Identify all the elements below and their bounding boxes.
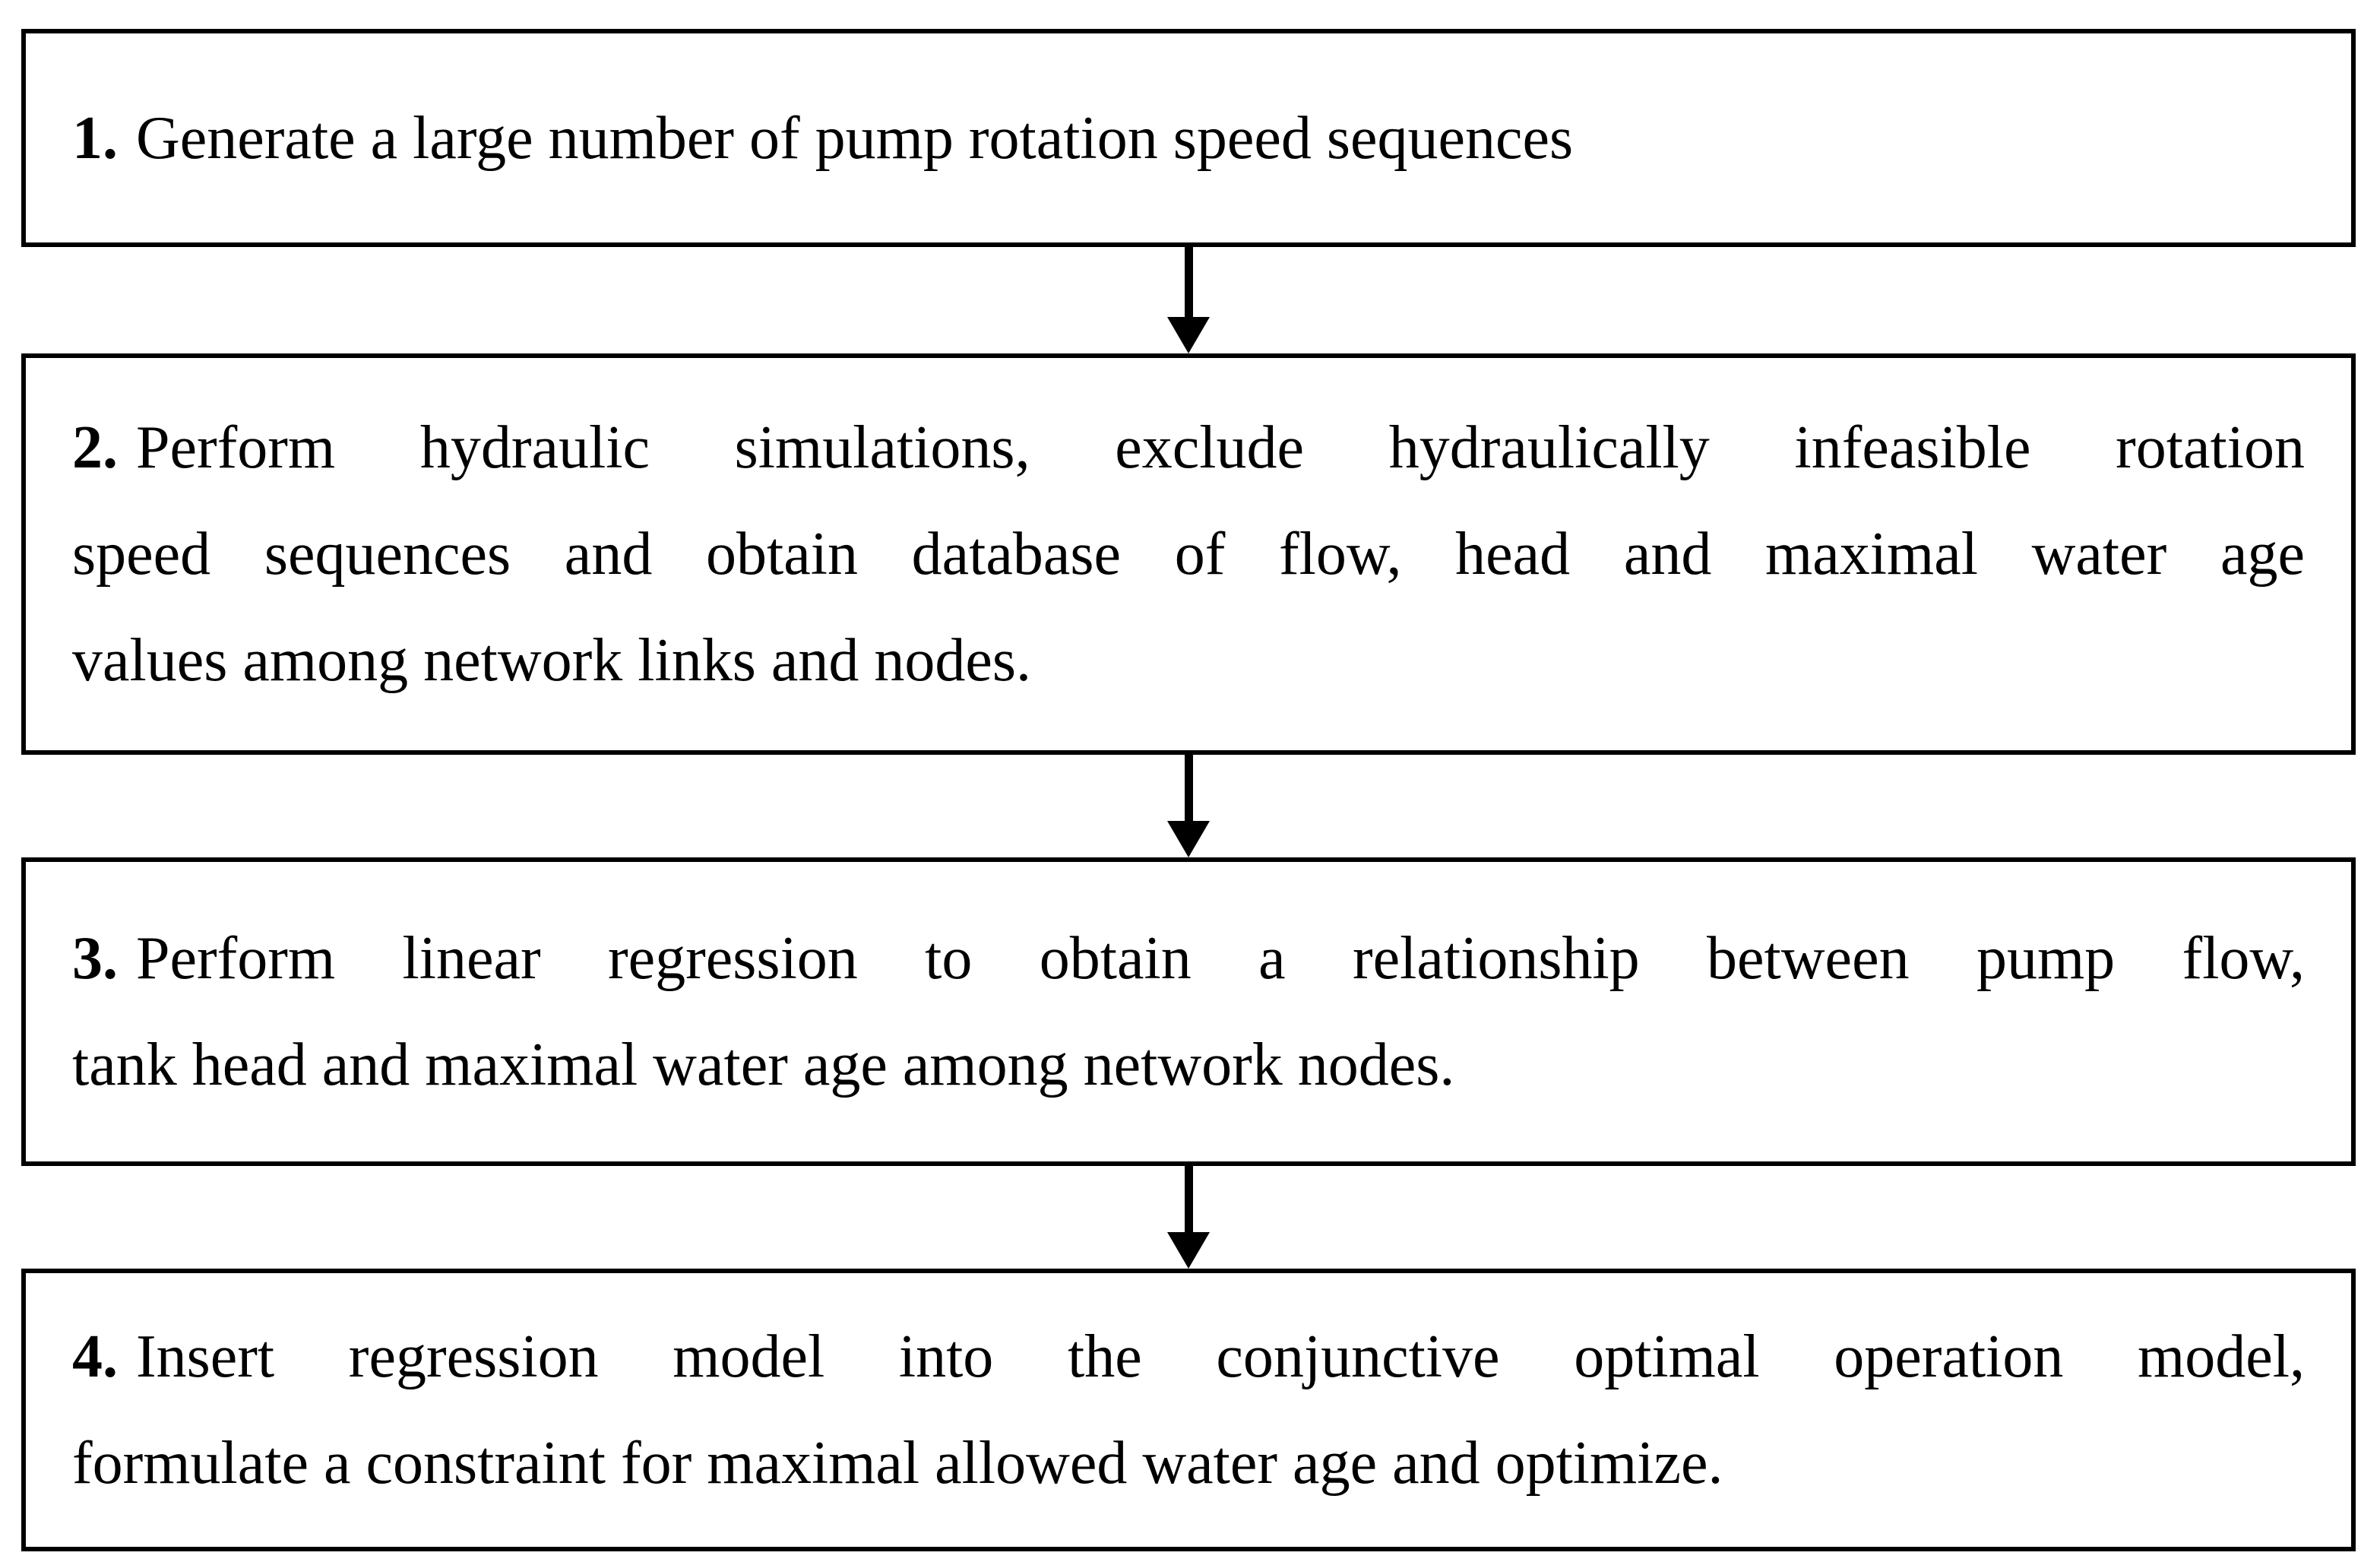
step-1-number: 1. <box>72 104 118 172</box>
down-arrow-icon <box>1167 821 1210 857</box>
step-4-line-2: formulate a constraint for maximal allow… <box>72 1410 2305 1516</box>
step-1-line-1: 1. Generate a large number of pump rotati… <box>72 85 2305 192</box>
step-1-text: Generate a large number of pump rotation… <box>136 104 1574 172</box>
step-3-text-line-2: tank head and maximal water age among ne… <box>72 1031 1455 1098</box>
step-3-line-1: 3. Perform linear regression to obtain a … <box>72 905 2305 1012</box>
step-3-line-2: tank head and maximal water age among ne… <box>72 1012 2305 1118</box>
down-arrow-icon <box>1167 317 1210 353</box>
step-2-number: 2. <box>72 414 118 481</box>
step-1-box: 1. Generate a large number of pump rotati… <box>21 29 2356 247</box>
arrow-stem <box>1184 755 1193 821</box>
step-2-line-2: speed sequences and obtain database of f… <box>72 501 2305 607</box>
down-arrow-icon <box>1167 1232 1210 1269</box>
flowchart: 1. Generate a large number of pump rotati… <box>21 29 2356 1551</box>
step-3-number: 3. <box>72 925 118 992</box>
step-2-line-3: values among network links and nodes. <box>72 607 2305 714</box>
connector-step2-step3 <box>21 755 2356 857</box>
step-3-text-line-1: Perform linear regression to obtain a re… <box>136 925 2305 992</box>
arrow-stem <box>1184 247 1193 317</box>
step-2-box: 2. Perform hydraulic simulations, exclude… <box>21 353 2356 755</box>
step-4-text-line-2: formulate a constraint for maximal allow… <box>72 1430 1723 1497</box>
step-2-text-line-1: Perform hydraulic simulations, exclude h… <box>136 414 2305 481</box>
connector-step1-step2 <box>21 247 2356 353</box>
step-4-number: 4. <box>72 1323 118 1390</box>
step-3-box: 3. Perform linear regression to obtain a … <box>21 857 2356 1166</box>
step-2-text-line-2: speed sequences and obtain database of f… <box>72 521 2305 588</box>
arrow-stem <box>1184 1166 1193 1232</box>
step-2-text-line-3: values among network links and nodes. <box>72 627 1031 694</box>
step-4-text-line-1: Insert regression model into the conjunc… <box>136 1323 2305 1390</box>
step-2-line-1: 2. Perform hydraulic simulations, exclude… <box>72 394 2305 501</box>
step-4-line-1: 4. Insert regression model into the conju… <box>72 1304 2305 1410</box>
connector-step3-step4 <box>21 1166 2356 1269</box>
step-4-box: 4. Insert regression model into the conju… <box>21 1269 2356 1551</box>
